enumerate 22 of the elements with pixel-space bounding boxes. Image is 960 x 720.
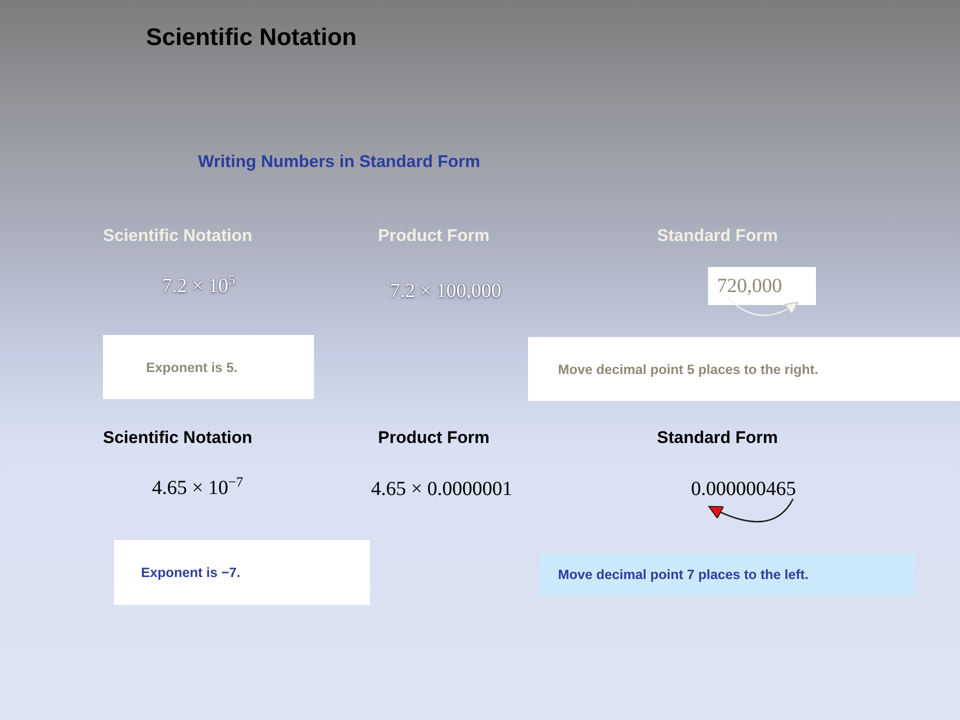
slide-subtitle: Writing Numbers in Standard Form xyxy=(198,152,480,172)
hint-text: Exponent is 5. xyxy=(146,360,238,374)
hint-panel xyxy=(103,335,314,399)
math-expression: 7.2 × 10$^{5}$ xyxy=(162,275,236,298)
column-heading: Product Form xyxy=(378,226,490,246)
hint-panel xyxy=(528,337,960,401)
column-heading: Scientific Notation xyxy=(103,428,252,448)
column-heading: Standard Form xyxy=(657,226,778,246)
hint-panel xyxy=(114,540,370,605)
slide-title: Scientific Notation xyxy=(146,24,357,53)
column-heading: Scientific Notation xyxy=(103,226,252,246)
standard-form-number: 720,000 xyxy=(717,274,782,298)
math-expression: 7.2 × 100,000 xyxy=(390,280,502,303)
result-box xyxy=(708,267,816,305)
math-expression: 4.65 × 0.0000001 xyxy=(371,478,512,501)
hint-text: Exponent is −7. xyxy=(141,565,240,580)
math-expression: 0.000000465 xyxy=(691,478,796,501)
hint-text: Move decimal point 5 places to the right. xyxy=(558,362,818,376)
hint-text: Move decimal point 7 places to the left. xyxy=(558,567,809,582)
column-heading: Standard Form xyxy=(657,428,778,448)
column-heading: Product Form xyxy=(378,428,490,448)
math-expression: 4.65 × 10$^{−7}$ xyxy=(152,477,244,500)
